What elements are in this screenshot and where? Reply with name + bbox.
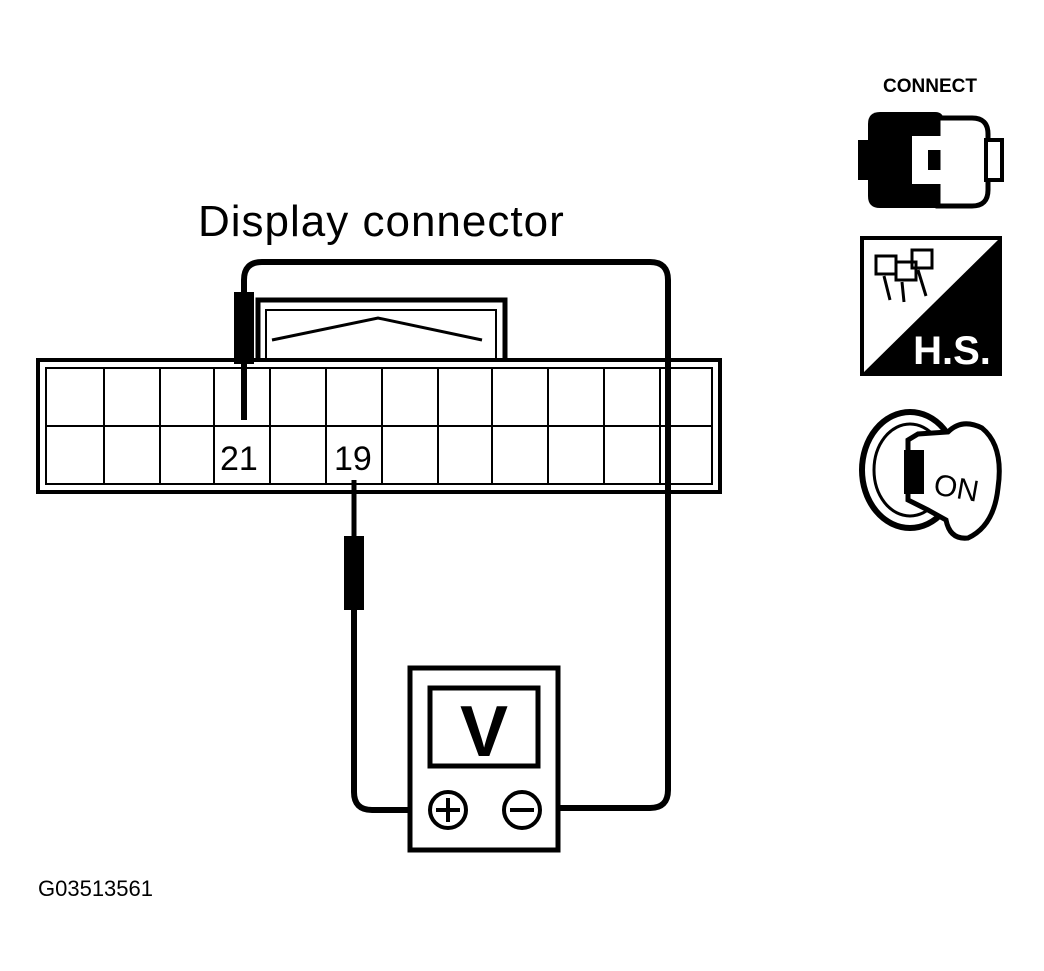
- ignition-on-label: ON: [931, 468, 981, 508]
- positive-test-lead: [344, 480, 408, 813]
- pin-21-label: 21: [220, 440, 258, 478]
- negative-test-lead: [234, 259, 671, 811]
- minus-terminal-icon: [502, 790, 542, 830]
- harness-side-icon: H.S.: [860, 236, 1002, 376]
- ignition-key-icon: ON: [859, 409, 1002, 541]
- positive-probe: [344, 536, 364, 610]
- connect-icon: CONNECT: [858, 76, 1004, 209]
- pin-19-label: 19: [334, 440, 372, 478]
- negative-probe: [234, 292, 254, 364]
- harness-side-label: H.S.: [913, 329, 991, 373]
- voltmeter-label: V: [460, 692, 508, 772]
- figure-code: G03513561: [38, 876, 153, 901]
- connect-label: CONNECT: [883, 76, 977, 97]
- plus-terminal-icon: [428, 790, 468, 830]
- terminal-grid: [46, 368, 712, 484]
- diagram-title: Display connector: [198, 197, 565, 246]
- display-connector: 21 19: [36, 297, 722, 494]
- voltmeter: V: [407, 665, 561, 853]
